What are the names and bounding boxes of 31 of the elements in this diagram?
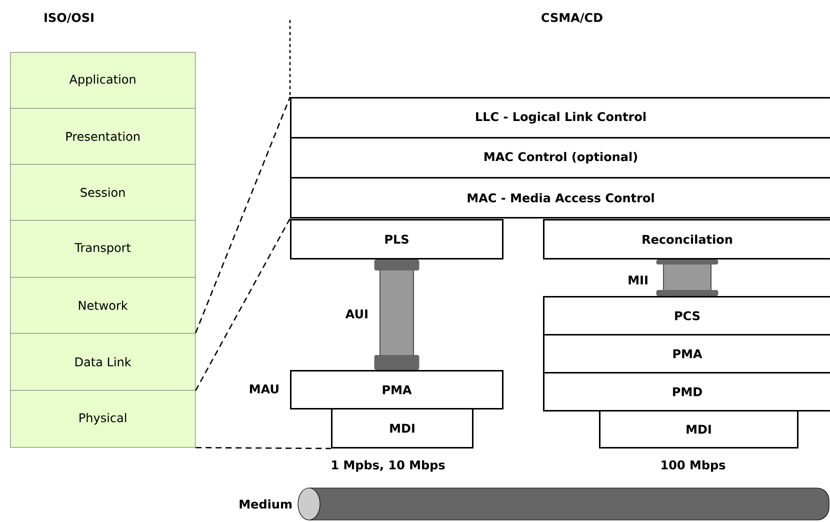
layer-box: Presentation xyxy=(10,108,196,165)
layer-box: LLC - Logical Link Control xyxy=(290,97,830,138)
layer-box: MAC - Media Access Control xyxy=(290,177,830,218)
side-label: MAU xyxy=(250,384,278,394)
zoom-line xyxy=(195,96,291,334)
edge-label: AUI xyxy=(345,310,368,318)
cable-connector xyxy=(656,260,718,296)
layer-box: PMA xyxy=(290,370,504,410)
text-label: 1 Mpbs, 10 Mbps xyxy=(332,460,445,472)
layer-box: Application xyxy=(10,52,196,109)
layer-box: MDI xyxy=(599,410,798,448)
layer-box: PLS xyxy=(290,219,504,260)
layer-box: MDI xyxy=(331,408,474,448)
layer-box: Network xyxy=(10,277,196,334)
layer-box: MAC Control (optional) xyxy=(290,137,830,178)
layer-box: PCS xyxy=(543,296,830,336)
edge-label: MII xyxy=(628,276,648,284)
layer-box: Reconcilation xyxy=(543,219,830,260)
text-label: CSMA/CD xyxy=(542,13,602,23)
layer-box: PMA xyxy=(543,334,830,374)
layer-box: PMD xyxy=(543,372,830,412)
text-label: Medium xyxy=(240,499,292,509)
cable-connector xyxy=(374,260,420,370)
layer-box: Data Link xyxy=(10,333,196,391)
zoom-line xyxy=(195,218,291,391)
layer-box: Transport xyxy=(10,220,196,278)
layer-box: Physical xyxy=(10,390,196,448)
layer-box: Session xyxy=(10,164,196,221)
text-label: 100 Mbps xyxy=(662,460,726,472)
text-label: ISO/OSI xyxy=(44,13,94,23)
zoom-line xyxy=(196,446,332,450)
